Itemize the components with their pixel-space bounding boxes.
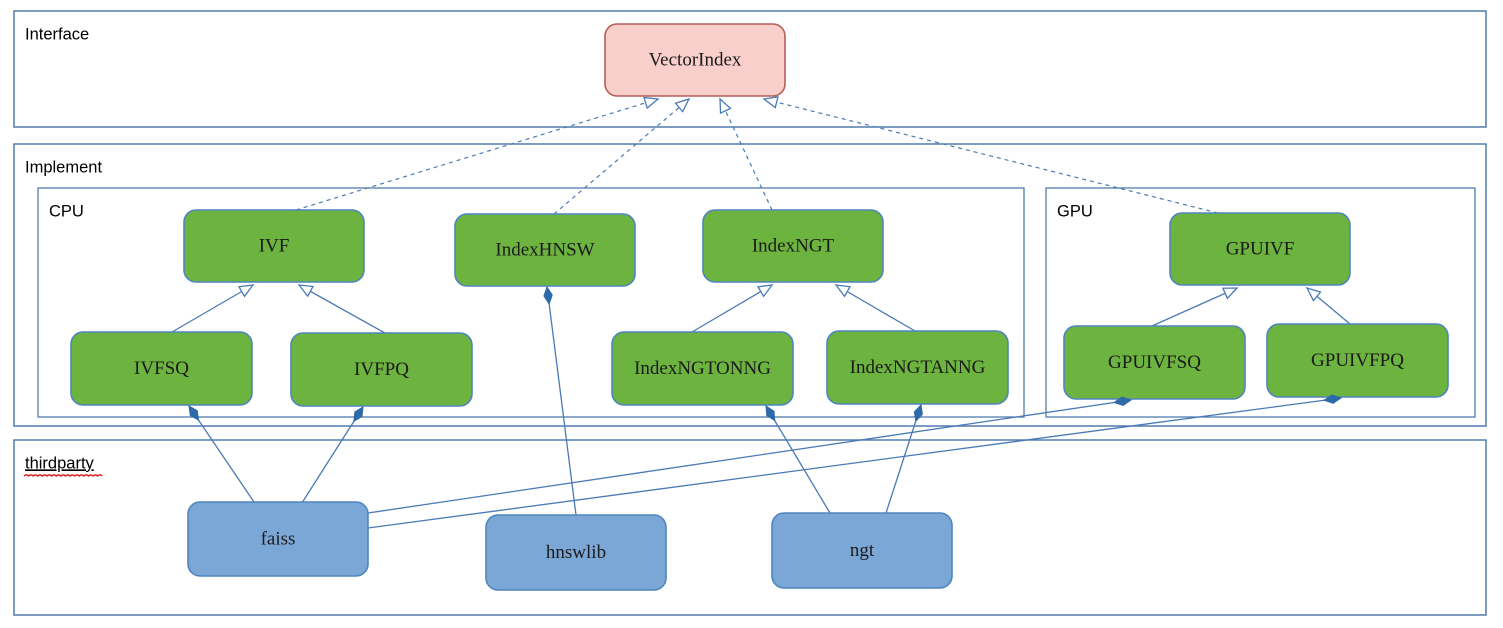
class-node-box[interactable] [702,209,884,283]
generalization-edge-indexngtonng-to-indexngt [691,284,773,333]
composition-diamond-icon-ivfpq [353,406,364,423]
generalization-arrowhead-icon-indexngtanng [834,284,852,298]
composition-diamond-icon-indexngtonng [765,405,776,422]
generalization-arrowhead-icon-gpuivfsq [1221,287,1239,300]
class-node-box[interactable] [290,332,473,407]
composition-edge-faiss-to-gpuivfpq [367,397,1342,529]
class-node-ivf[interactable]: IVF [183,209,365,283]
class-node-indexngtanng[interactable]: IndexNGTANNG [826,330,1009,405]
class-node-indexngt[interactable]: IndexNGT [702,209,884,283]
class-node-faiss[interactable]: faiss [187,501,369,577]
class-node-box[interactable] [183,209,365,283]
generalization-edge-ivfpq-to-ivf [298,284,386,334]
realization-edge-indexhnsw-to-vectorindex [553,98,690,215]
edge-markers-layer [188,96,1343,423]
class-node-box[interactable] [485,514,667,591]
edges-layer [171,98,1351,529]
class-node-box[interactable] [1266,323,1449,398]
group-cpu-frame [37,187,1025,418]
class-node-label: IndexNGT [752,235,835,256]
group-cpu-label: CPU [49,202,84,220]
class-node-box[interactable] [187,501,369,577]
realization-arrowhead-icon-indexhnsw [674,97,691,113]
class-node-box[interactable] [771,512,953,589]
class-node-label: IVFPQ [354,359,409,380]
class-node-gpuivfpq[interactable]: GPUIVFPQ [1266,323,1449,398]
class-node-hnswlib[interactable]: hnswlib [485,514,667,591]
class-node-vectorindex[interactable]: VectorIndex [604,23,786,97]
class-node-label: GPUIVF [1226,238,1295,259]
class-node-label: VectorIndex [649,49,742,70]
realization-arrowhead-icon-ivf [643,96,660,110]
composition-diamond-icon-indexhnsw [543,285,553,305]
class-node-gpuivf[interactable]: GPUIVF [1169,212,1351,286]
group-thirdparty-frame [13,439,1487,616]
composition-edge-faiss-to-ivfsq [188,405,255,503]
class-node-label: ngt [850,540,875,561]
class-node-box[interactable] [70,331,253,406]
class-node-label: IVF [259,235,290,256]
group-interface-label: Interface [25,25,89,43]
composition-edge-ngt-to-indexngtanng [885,404,922,514]
class-node-label: IVFSQ [134,358,189,379]
group-implement-label: Implement [25,158,102,176]
class-node-ngt[interactable]: ngt [771,512,953,589]
composition-diamond-icon-indexngtanng [913,403,923,423]
generalization-arrowhead-icon-ivfsq [237,284,255,298]
generalization-edge-gpuivfsq-to-gpuivf [1151,287,1238,327]
class-node-indexngtonng[interactable]: IndexNGTONNG [611,331,794,406]
class-node-label: GPUIVFSQ [1108,352,1201,373]
spellcheck-squiggle-icon [23,474,103,477]
group-gpu-label: GPU [1057,202,1093,220]
class-node-box[interactable] [454,213,636,287]
class-node-label: faiss [261,528,296,549]
class-node-ivfpq[interactable]: IVFPQ [290,332,473,407]
group-thirdparty-label: thirdparty [25,454,95,472]
class-node-box[interactable] [1169,212,1351,286]
composition-edge-hnswlib-to-indexhnsw [546,286,577,516]
group-cpu: CPU [37,187,1025,418]
composition-edge-ngt-to-indexngtonng [765,405,831,514]
class-node-label: IndexNGTONNG [634,358,771,379]
realization-edge-ivf-to-vectorindex [295,98,659,211]
realization-arrowhead-icon-gpuivf [762,96,779,109]
class-node-box[interactable] [604,23,786,97]
generalization-arrowhead-icon-ivfpq [297,284,315,298]
composition-edge-faiss-to-gpuivfsq [367,399,1132,514]
group-gpu: GPU [1045,187,1476,418]
realization-arrowhead-icon-indexngt [719,97,732,115]
class-node-box[interactable] [826,330,1009,405]
class-node-gpuivfsq[interactable]: GPUIVFSQ [1063,325,1246,400]
composition-diamond-icon-gpuivfsq [1113,396,1133,406]
group-thirdparty: thirdparty [13,439,1487,616]
class-node-box[interactable] [611,331,794,406]
composition-diamond-icon-gpuivfpq [1323,394,1343,404]
class-node-indexhnsw[interactable]: IndexHNSW [454,213,636,287]
generalization-edge-ivfsq-to-ivf [171,284,254,333]
class-node-label: IndexHNSW [495,239,594,260]
class-node-box[interactable] [1063,325,1246,400]
generalization-arrowhead-icon-gpuivfpq [1305,286,1322,302]
class-node-label: hnswlib [546,542,606,563]
class-node-label: IndexNGTANNG [850,357,986,378]
group-gpu-frame [1045,187,1476,418]
class-node-label: GPUIVFPQ [1311,350,1404,371]
composition-diamond-icon-ivfsq [188,405,200,422]
generalization-arrowhead-icon-indexngtonng [756,284,774,298]
realization-edge-gpuivf-to-vectorindex [763,98,1219,214]
composition-edge-faiss-to-ivfpq [299,406,364,507]
class-node-ivfsq[interactable]: IVFSQ [70,331,253,406]
generalization-edge-indexngtanng-to-indexngt [835,284,916,332]
